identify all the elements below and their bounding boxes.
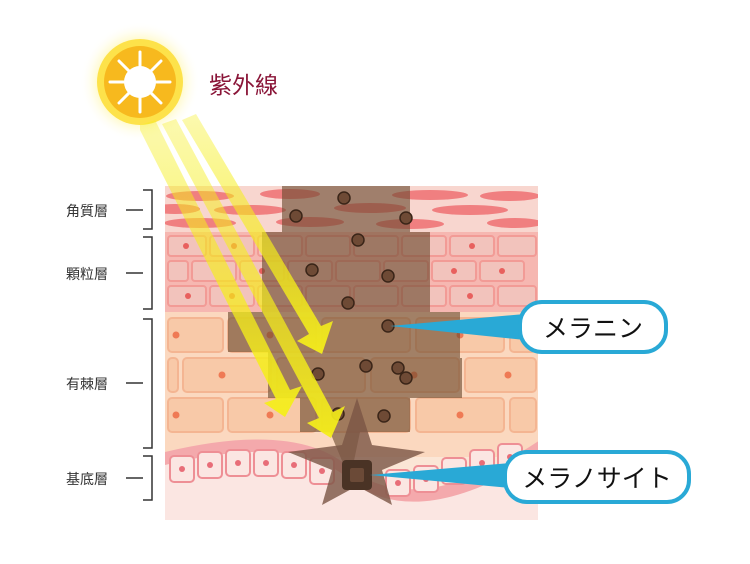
melanin-callout: メラニン <box>518 300 668 354</box>
layer-label-basal: 基底層 <box>66 469 108 489</box>
uv-label: 紫外線 <box>209 66 278 100</box>
sun-icon <box>80 22 200 142</box>
layer-label-granular: 顆粒層 <box>66 264 108 284</box>
melanocyte-callout-text: メラノサイト <box>522 459 672 495</box>
melanin-callout-text: メラニン <box>543 309 643 345</box>
layer-label-spinous: 有棘層 <box>66 374 108 394</box>
melanocyte-callout: メラノサイト <box>503 450 691 504</box>
layer-brackets <box>126 190 152 500</box>
layer-label-corneum: 角質層 <box>66 201 108 221</box>
